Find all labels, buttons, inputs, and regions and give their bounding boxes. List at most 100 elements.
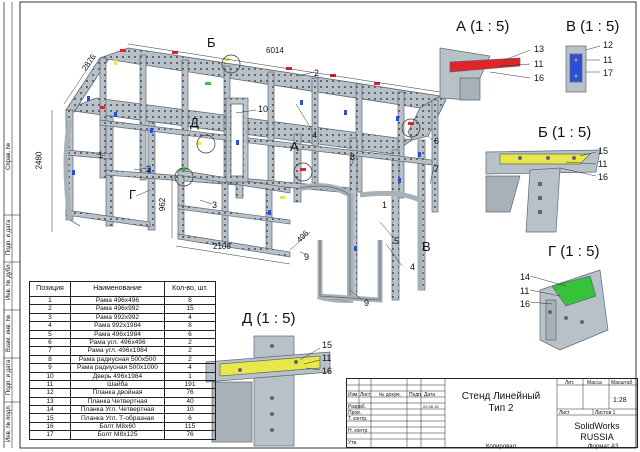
- spec-cell-name: Планка Угл. Четвертная: [70, 405, 165, 415]
- spec-cell-pos: 12: [29, 388, 71, 398]
- callout-2b: 2: [146, 164, 152, 174]
- tb-date: 22.06.16: [423, 404, 439, 409]
- callout-3: 3: [212, 200, 218, 210]
- spec-cell-pos: 6: [29, 337, 71, 348]
- callout-4a: 4: [312, 130, 318, 140]
- marker-v: В: [422, 239, 431, 254]
- dim-length: 6014: [266, 46, 284, 55]
- marker-g: Г: [129, 187, 137, 202]
- detail-a-label-2: 11: [534, 59, 544, 69]
- tb-label-massa: Масса: [587, 380, 602, 386]
- spec-cell-qty: 76: [164, 388, 216, 398]
- spec-cell-qty: 1: [164, 371, 216, 381]
- tb-scale: 1:28: [613, 397, 627, 404]
- spec-cell-name: Дверь 496х1984: [70, 371, 165, 381]
- spec-cell-qty: 40: [164, 396, 216, 407]
- spec-cell-name: Рама 496х1984: [70, 329, 165, 339]
- tb-title-line2: Тип 2: [488, 403, 514, 414]
- spec-cell-name: Планка Четвертная: [70, 396, 165, 407]
- spec-cell-name: Шайба: [70, 379, 165, 390]
- tb-label-listov: Листов 1: [595, 410, 616, 416]
- callout-10: 10: [258, 104, 269, 114]
- spec-cell-pos: 16: [29, 421, 71, 432]
- spec-cell-pos: 2: [29, 304, 71, 314]
- spec-table-header: Позиция Наименование Кол-во, шт.: [29, 281, 216, 297]
- spec-cell-qty: 115: [164, 421, 216, 432]
- tb-label-lit: Лит.: [565, 380, 575, 386]
- tb-label-list: Лист: [360, 392, 371, 398]
- detail-a-title: А (1 : 5): [456, 18, 510, 35]
- spec-cell-name: Рама 992х1984: [70, 321, 165, 331]
- spec-cell-name: Планка Угл. Т-образная: [70, 413, 165, 423]
- footer-format: Формат А3: [588, 444, 619, 450]
- detail-g-label-2: 11: [520, 286, 530, 296]
- tb-label-tkontr: Т. контр.: [348, 416, 368, 422]
- spec-cell-pos: 1: [29, 295, 71, 306]
- spec-cell-qty: 8: [164, 295, 216, 306]
- spec-cell-name: Планка двойная: [70, 388, 165, 398]
- spec-cell-qty: 10: [164, 405, 216, 415]
- tb-label-razrab: Разраб.: [348, 404, 367, 410]
- callout-1a: 1: [98, 150, 104, 160]
- detail-a-label-1: 13: [534, 44, 545, 54]
- spec-cell-pos: 10: [29, 371, 71, 381]
- title-block-grid: [347, 379, 637, 447]
- callout-1b: 1: [382, 200, 388, 210]
- detail-b-label-2: 11: [598, 159, 608, 169]
- detail-b-label-3: 16: [598, 172, 609, 182]
- callout-6: 6: [434, 136, 440, 146]
- spec-cell-pos: 13: [29, 396, 71, 407]
- spec-cell-name: Болт М8х60: [70, 421, 165, 432]
- detail-g-label-1: 14: [520, 272, 531, 282]
- tb-company-line1: SolidWorks: [574, 421, 620, 431]
- callout-4b: 4: [410, 262, 416, 272]
- tb-label-podp: Подп.: [409, 392, 423, 398]
- spec-cell-qty: 4: [164, 312, 216, 323]
- spec-cell-name: Рама 496х992: [70, 304, 165, 314]
- footer-kopiroval: Копировал: [486, 444, 517, 450]
- spec-cell-qty: 15: [164, 304, 216, 314]
- tb-label-prov: Пров.: [348, 410, 362, 416]
- callout-2a: 2: [314, 68, 320, 78]
- spec-cell-name: Болт М8х125: [70, 430, 165, 440]
- detail-g-title: Г (1 : 5): [548, 243, 600, 260]
- callout-5: 5: [394, 236, 400, 246]
- marker-d: Д: [190, 115, 199, 130]
- spec-cell-name: Рама радиусная 500х1000: [70, 363, 165, 373]
- spec-cell-pos: 5: [29, 329, 71, 339]
- detail-v-label-3: 17: [603, 68, 614, 78]
- spec-cell-pos: 17: [29, 430, 71, 440]
- detail-v-label-2: 11: [603, 55, 613, 65]
- detail-d-title: Д (1 : 5): [242, 310, 296, 327]
- spec-cell-qty: 2: [164, 337, 216, 348]
- spec-cell-qty: 8: [164, 321, 216, 331]
- callout-9b: 9: [364, 298, 370, 308]
- spec-cell-qty: 2: [164, 354, 216, 365]
- detail-g-label-3: 16: [520, 299, 531, 309]
- tb-label-nkontr: Н. контр.: [348, 428, 369, 434]
- callout-7: 7: [434, 164, 440, 174]
- spec-cell-qty: 2: [164, 346, 216, 356]
- side-strip-grid: [4, 214, 20, 403]
- detail-d-label-1: 15: [322, 340, 333, 350]
- callout-9a: 9: [304, 252, 310, 262]
